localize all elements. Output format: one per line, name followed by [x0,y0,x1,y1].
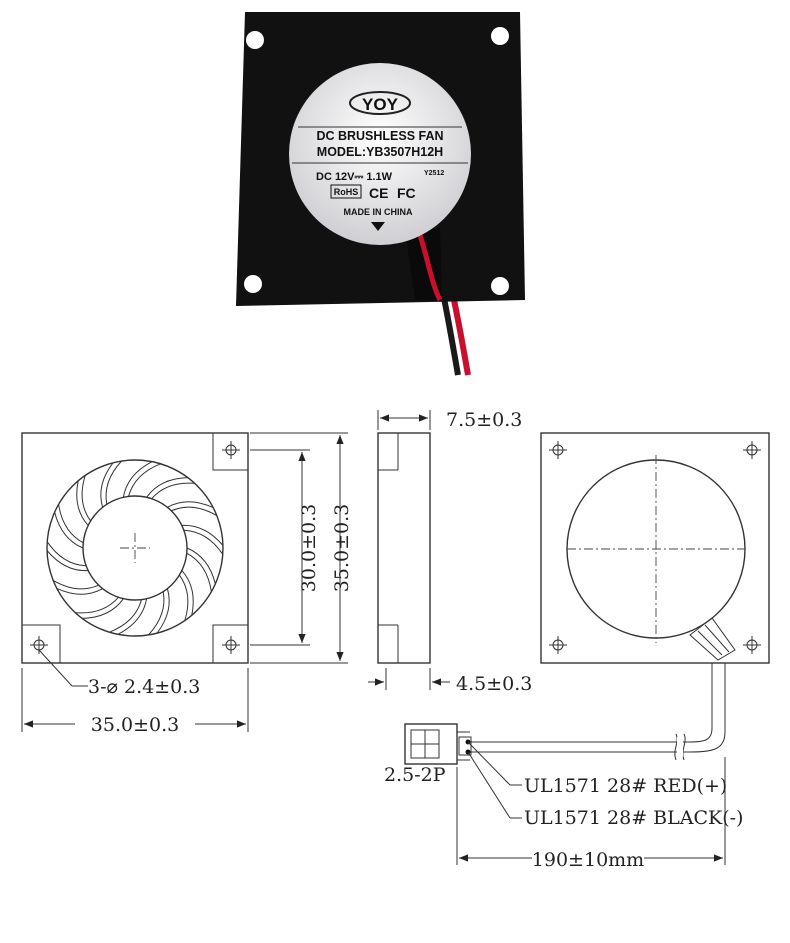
impeller-outer [46,459,224,637]
impeller-blade [46,550,89,572]
impeller-blade [54,511,84,549]
label-code: Y2512 [424,170,444,177]
impeller-blade [181,570,194,616]
impeller-blade-edge [148,591,165,636]
front-annotations: 3-⌀ 2.4±0.3 35.0±0.3 [21,649,249,736]
back-outline [540,432,770,664]
rohs-badge [330,184,362,199]
impeller-blade-edge [186,552,212,592]
dim-thickness: 7.5±0.3 [446,409,522,431]
impeller-blade-edge [46,541,87,567]
impeller-blade [186,547,216,585]
label-title: DC BRUSHLESS FAN [316,129,443,143]
hub-label [289,63,471,245]
dim-depth: 4.5±0.3 [456,673,532,695]
mount-hole-icon [246,31,264,49]
impeller-blade-edge [128,463,161,497]
connector-label: 2.5-2P [384,764,446,786]
impeller-blade [181,524,224,546]
connector-housing [404,723,458,765]
impeller-blade [122,461,153,498]
wire-callouts: UL1571 28# RED(+) UL1571 28# BLACK(-) [467,741,743,829]
mount-hole-icon [491,27,509,45]
cert-ce: CE [369,185,388,201]
impeller-blade-edge [52,579,99,590]
side-outline [377,432,431,664]
vertical-dimensions: 30.0±0.3 35.0±0.3 [250,432,353,664]
cert-fc: FC [397,185,416,201]
impeller-blade-edge [75,596,119,614]
cable-outline [470,663,713,743]
impeller-blade-edge [151,482,195,500]
cable-length-dim: 190±10mm [456,757,726,871]
cert-rohs: RoHS [334,187,359,197]
impeller-blade [76,480,89,526]
impeller-blade [100,462,114,508]
airflow-arrow-icon [371,222,385,231]
impeller-blade [82,598,124,619]
impeller-blade [146,477,188,498]
front-view [21,432,249,664]
impeller-blade-edge [178,574,189,621]
front-outline [21,432,249,664]
label-origin: MADE IN CHINA [344,207,413,217]
mount-hole-icon [491,277,509,295]
side-view: 7.5±0.3 4.5±0.3 [368,409,532,695]
wire-black-label: UL1571 28# BLACK(-) [524,807,743,829]
dim-width: 35.0±0.3 [91,714,179,736]
dim-cable-length: 190±10mm [532,849,644,871]
impeller-blade-edge [81,475,92,522]
back-view [470,432,770,761]
label-model: MODEL:YB3507H12H [317,145,443,159]
fan-photo: YOY DC BRUSHLESS FAN MODEL:YB3507H12H DC… [236,12,525,376]
label-rating: DC 12V⎓ 1.1W [316,171,393,183]
impeller-blade-edge [58,504,84,544]
impeller-blades [46,460,224,636]
impeller-blade [117,598,148,635]
wire-red-label: UL1571 28# RED(+) [524,775,727,797]
impeller-blade-edge [171,506,218,517]
impeller-hub [82,495,188,601]
dim-inner: 30.0±0.3 [298,504,320,592]
impeller-blade-edge [109,599,142,633]
impeller-blade [156,588,170,634]
connector: 2.5-2P [384,723,472,786]
impeller-blade-edge [183,529,224,555]
brand-text: YOY [362,95,399,114]
dim-outer-v: 35.0±0.3 [331,504,353,592]
brand-logo [349,91,411,115]
mount-hole-icon [244,275,262,293]
impeller-blade [56,587,103,595]
impeller-blade-edge [105,460,122,505]
impeller-blade [167,501,214,509]
dim-holes: 3-⌀ 2.4±0.3 [88,676,200,698]
